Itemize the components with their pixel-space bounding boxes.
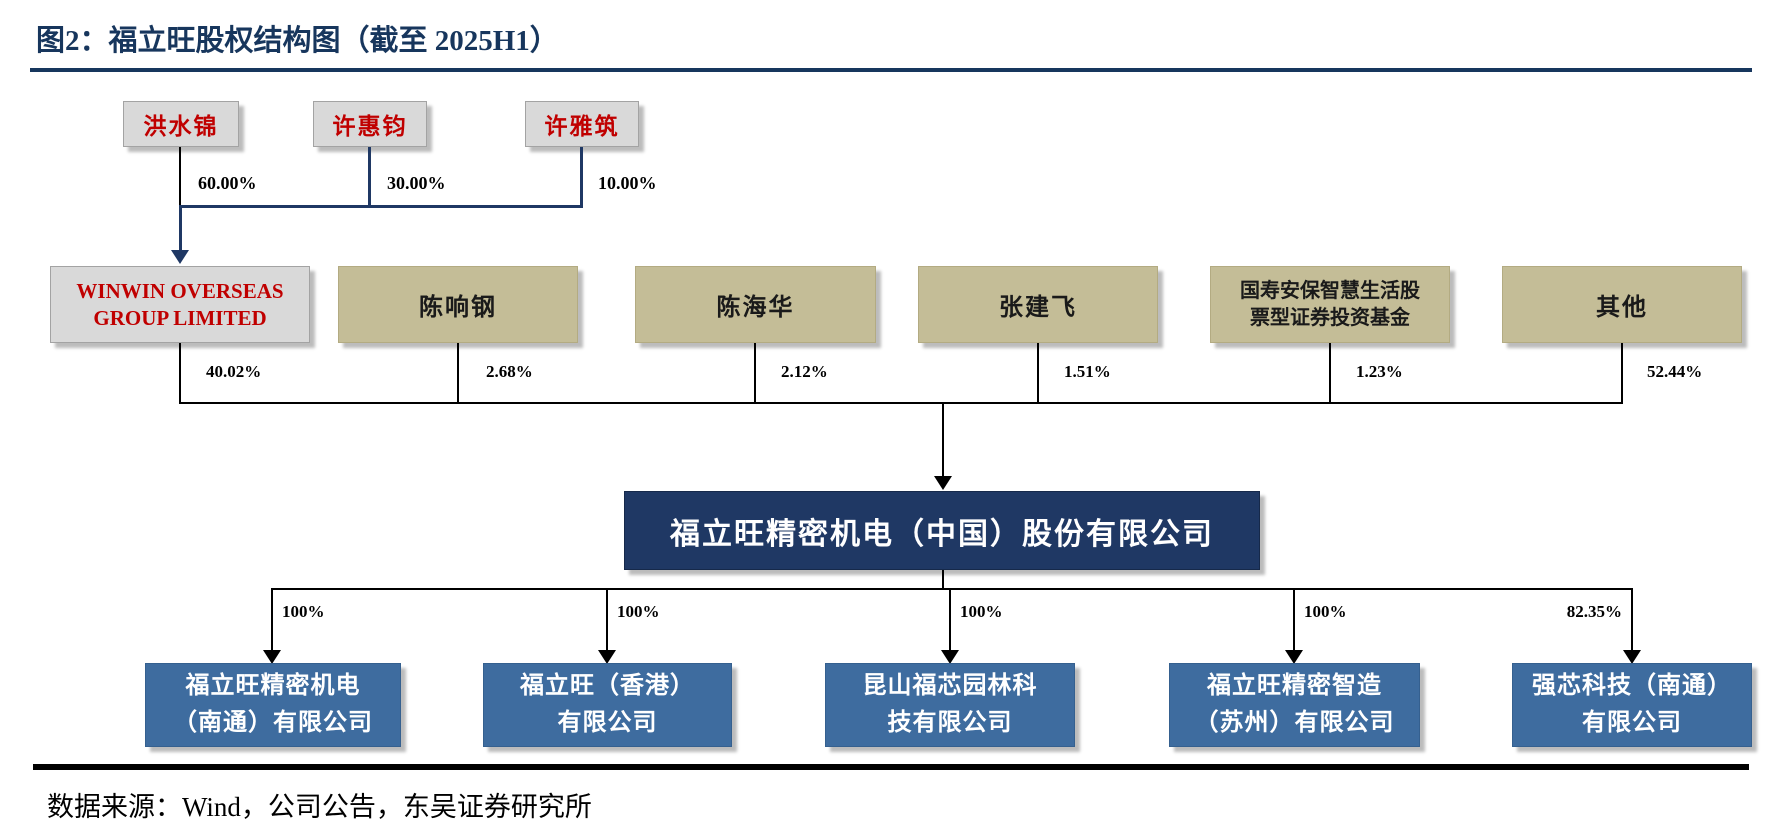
node-shareholder-others: 其他 [1502, 266, 1742, 343]
connector-founders-horizontal [179, 205, 583, 208]
connector-founder-3 [580, 147, 583, 207]
subsidiary-name-line1: 昆山福芯园林科 [862, 673, 1038, 699]
arrow-down-icon [1623, 650, 1641, 664]
holding-name-line1: WINWIN OVERSEAS [76, 278, 284, 303]
pct-label: 40.02% [206, 362, 262, 381]
pct-label: 2.68% [486, 362, 533, 381]
subsidiary-name-line1: 强芯科技（南通） [1532, 673, 1732, 699]
shareholder-name: 张建飞 [999, 295, 1077, 321]
node-founder-1: 洪水锦 [123, 101, 239, 147]
connector-sub [1631, 588, 1633, 650]
node-shareholder-fund: 国寿安保智慧生活股 票型证券投资基金 [1210, 266, 1450, 343]
connector-company-drop [942, 570, 944, 590]
node-shareholder-3: 张建飞 [918, 266, 1158, 343]
pct-label: 100% [282, 602, 325, 621]
company-name: 福立旺精密机电（中国）股份有限公司 [670, 517, 1214, 551]
subsidiary-name-line1: 福立旺（香港） [520, 673, 695, 699]
pct-label: 100% [1304, 602, 1347, 621]
connector-stub [1621, 343, 1623, 404]
arrow-down-icon [1285, 650, 1303, 664]
figure-title: 图2：福立旺股权结构图（截至 2025H1） [36, 25, 559, 57]
shareholder-name: 陈响钢 [419, 295, 497, 321]
pct-label: 52.44% [1647, 362, 1703, 381]
connector-subsidiaries-bus [272, 588, 1633, 590]
connector-sub [1293, 588, 1295, 650]
footer-divider [33, 764, 1749, 770]
subsidiary-name-line1: 福立旺精密机电 [185, 673, 361, 699]
connector-stub [1037, 343, 1039, 404]
arrow-down-icon [934, 476, 952, 490]
node-founder-3: 许雅筑 [525, 101, 639, 147]
node-subsidiary-4: 福立旺精密智造 （苏州）有限公司 [1169, 663, 1420, 747]
node-subsidiary-5: 强芯科技（南通） 有限公司 [1512, 663, 1752, 747]
holding-name-line2: GROUP LIMITED [93, 305, 267, 330]
arrow-down-icon [263, 650, 281, 664]
node-subsidiary-2: 福立旺（香港） 有限公司 [483, 663, 732, 747]
connector-to-holding [179, 205, 182, 251]
node-founder-2: 许惠钧 [313, 101, 427, 147]
pct-label: 10.00% [598, 173, 657, 193]
connector-sub [271, 588, 273, 650]
node-subsidiary-3: 昆山福芯园林科 技有限公司 [825, 663, 1075, 747]
pct-label: 60.00% [198, 173, 257, 193]
connector-shareholders-bus [179, 402, 1623, 404]
connector-to-company [942, 402, 944, 476]
fund-name-line2: 票型证券投资基金 [1250, 306, 1410, 329]
subsidiary-name-line1: 福立旺精密智造 [1207, 673, 1382, 699]
connector-stub [457, 343, 459, 404]
subsidiary-name-line2: 技有限公司 [887, 710, 1013, 736]
pct-label: 2.12% [781, 362, 828, 381]
subsidiary-name-line2: （苏州）有限公司 [1194, 710, 1395, 736]
connector-founder-2 [368, 147, 371, 207]
data-source-note: 数据来源：Wind，公司公告，东吴证券研究所 [47, 792, 592, 822]
connector-stub [1329, 343, 1331, 404]
node-shareholder-1: 陈响钢 [338, 266, 578, 343]
node-subsidiary-1: 福立旺精密机电 （南通）有限公司 [145, 663, 401, 747]
founder-name: 许雅筑 [544, 114, 620, 139]
pct-label: 1.51% [1064, 362, 1111, 381]
arrow-down-icon [171, 250, 189, 264]
founder-name: 许惠钧 [332, 114, 408, 139]
node-main-company: 福立旺精密机电（中国）股份有限公司 [624, 491, 1260, 570]
connector-sub [949, 588, 951, 650]
connector-sub [606, 588, 608, 650]
pct-label: 1.23% [1356, 362, 1403, 381]
founder-name: 洪水锦 [143, 114, 219, 139]
shareholder-name: 陈海华 [716, 295, 795, 321]
arrow-down-icon [598, 650, 616, 664]
subsidiary-name-line2: 有限公司 [1582, 710, 1682, 736]
fund-name-line1: 国寿安保智慧生活股 [1240, 279, 1420, 302]
connector-founder-1 [179, 147, 181, 207]
subsidiary-name-line2: （南通）有限公司 [173, 710, 373, 736]
header-divider [30, 68, 1752, 72]
connector-stub [179, 343, 181, 404]
pct-label: 82.35% [1566, 602, 1622, 621]
subsidiary-name-line2: 有限公司 [557, 710, 658, 736]
connector-stub [754, 343, 756, 404]
pct-label: 100% [960, 602, 1003, 621]
pct-label: 100% [617, 602, 660, 621]
shareholder-name: 其他 [1596, 295, 1648, 321]
arrow-down-icon [941, 650, 959, 664]
node-holding-company: WINWIN OVERSEAS GROUP LIMITED [50, 266, 310, 343]
pct-label: 30.00% [387, 173, 446, 193]
node-shareholder-2: 陈海华 [635, 266, 876, 343]
